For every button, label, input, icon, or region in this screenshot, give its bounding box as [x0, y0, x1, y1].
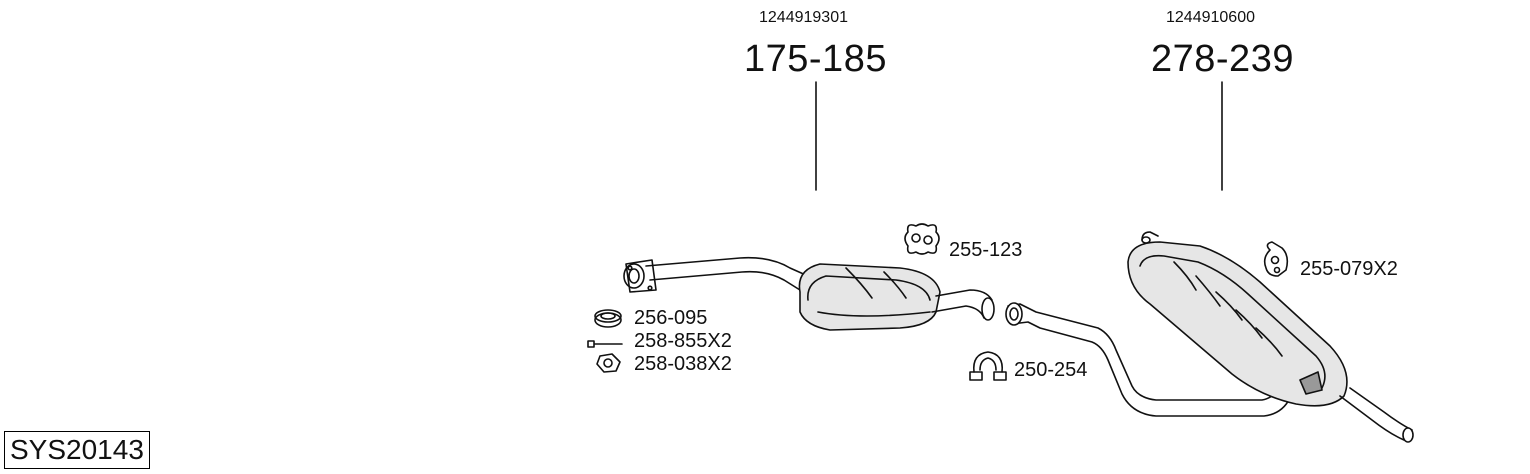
- oem-number-rear: 1244910600: [1166, 9, 1255, 26]
- fitting-label-rubber-hanger: 255-079X2: [1300, 258, 1398, 280]
- fitting-label-gasket: 256-095: [634, 307, 708, 329]
- system-code-label: SYS20143: [4, 431, 150, 469]
- fitting-label-pipe-clamp: 250-254: [1014, 359, 1088, 381]
- nut-icon: [596, 353, 621, 373]
- fitting-label-bolt: 258-855X2: [634, 330, 732, 352]
- oem-number-front: 1244919301: [759, 9, 848, 26]
- front-pipe: [623, 256, 809, 293]
- rubber-hanger-icon: [1263, 241, 1289, 277]
- bolt-icon: [587, 340, 623, 348]
- fitting-label-nut: 258-038X2: [634, 353, 732, 375]
- pipe-clamp-icon: [969, 351, 1007, 381]
- rear-silencer: [1127, 231, 1414, 443]
- part-number-front-silencer: 175-185: [744, 38, 887, 80]
- rubber-mount-icon: [904, 223, 940, 255]
- front-silencer: [798, 263, 995, 331]
- fitting-label-rubber-mount: 255-123: [949, 239, 1023, 261]
- part-number-rear-silencer: 278-239: [1151, 38, 1294, 80]
- gasket-ring-icon: [594, 309, 622, 328]
